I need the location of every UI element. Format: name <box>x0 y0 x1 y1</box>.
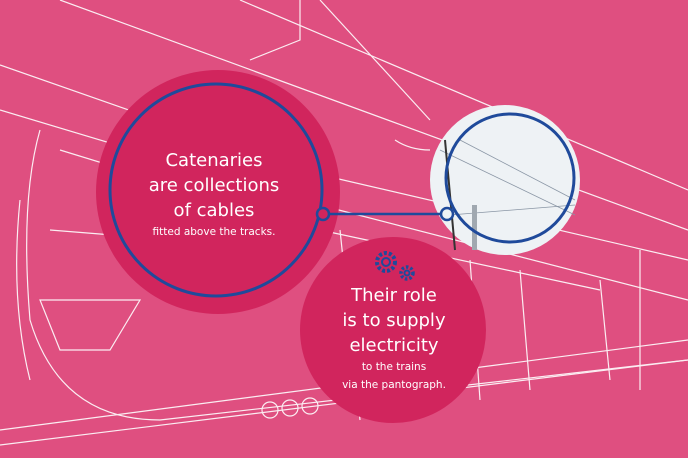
catenaries-line-3: of cables <box>173 200 255 221</box>
role-subtext-1: to the trains <box>361 361 427 373</box>
role-line-2: is to supply <box>342 310 446 331</box>
catenaries-circle <box>96 70 340 314</box>
gears-icon <box>375 251 415 281</box>
catenaries-ring <box>108 82 324 298</box>
role-line-3: electricity <box>349 335 439 356</box>
connector-dot-left <box>315 206 331 222</box>
catenaries-line-1: Catenaries <box>165 150 263 171</box>
catenaries-subtext: fitted above the tracks. <box>152 226 276 238</box>
photo-ring <box>444 112 576 244</box>
catenary-photo <box>430 105 580 255</box>
role-text: Their role is to supply electricity to t… <box>342 283 446 394</box>
role-subtext-2: via the pantograph. <box>342 379 446 391</box>
role-line-1: Their role <box>351 285 437 306</box>
catenaries-text: Catenaries are collections of cables fit… <box>149 148 280 241</box>
catenaries-line-2: are collections <box>148 175 280 196</box>
connector-dot-right <box>439 206 455 222</box>
role-circle <box>300 237 486 423</box>
